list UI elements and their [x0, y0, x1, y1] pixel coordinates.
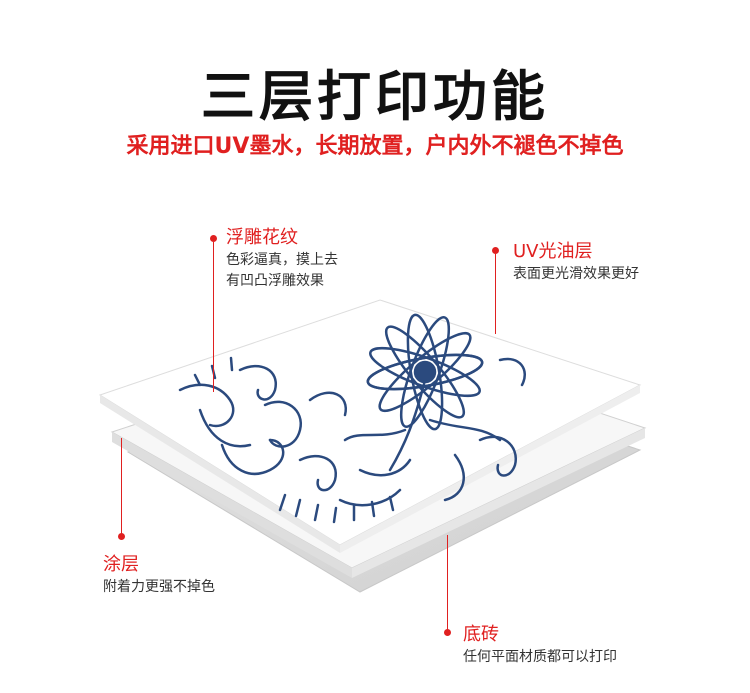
tile-callout-line: [447, 535, 448, 630]
page-subtitle: 采用进口UV墨水，长期放置，户内外不褪色不掉色: [126, 134, 624, 159]
coating-callout-line: [121, 438, 122, 536]
relief-callout: 浮雕花纹 色彩逼真，摸上去 有凹凸浮雕效果: [226, 226, 338, 292]
relief-callout-line: [213, 242, 214, 392]
relief-callout-desc-1: 色彩逼真，摸上去: [226, 252, 338, 268]
uv-callout-line: [495, 254, 496, 334]
page-title: 三层打印功能: [201, 65, 549, 128]
relief-callout-desc-2: 有凹凸浮雕效果: [226, 273, 324, 289]
coating-callout-title: 涂层: [103, 554, 139, 575]
print-layer: [98, 299, 642, 546]
floral-pattern: [178, 313, 526, 524]
relief-callout-dot: [210, 235, 217, 242]
tile-callout-title: 底砖: [463, 624, 499, 645]
relief-callout-title: 浮雕花纹: [226, 227, 298, 248]
tile-callout: 底砖 任何平面材质都可以打印: [463, 623, 617, 668]
uv-callout-desc: 表面更光滑效果更好: [513, 266, 639, 282]
coating-callout: 涂层 附着力更强不掉色: [103, 553, 215, 598]
tile-callout-desc: 任何平面材质都可以打印: [463, 649, 617, 665]
coating-callout-dot: [118, 533, 125, 540]
uv-callout: UV光油层 表面更光滑效果更好: [513, 240, 639, 285]
uv-callout-title: UV光油层: [513, 241, 593, 262]
tile-callout-dot: [444, 629, 451, 636]
uv-callout-dot: [492, 247, 499, 254]
coating-callout-desc: 附着力更强不掉色: [103, 579, 215, 595]
